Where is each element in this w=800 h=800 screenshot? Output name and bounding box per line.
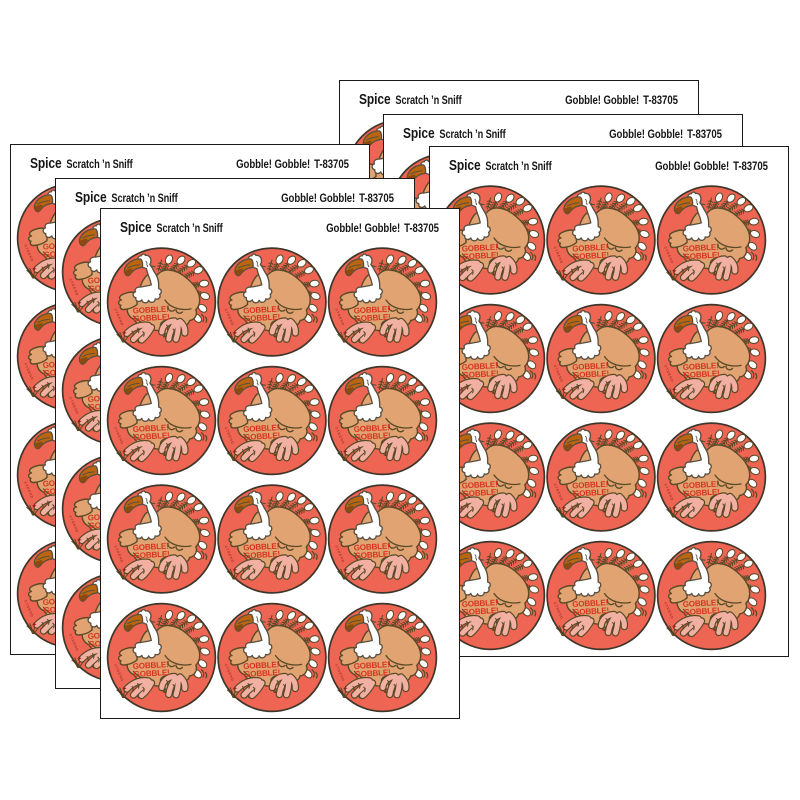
product-title: Gobble! Gobble! <box>565 93 640 107</box>
sheet-header-right: Gobble! Gobble! T-83705 <box>609 127 722 141</box>
sheet-header-right: Gobble! Gobble! T-83705 <box>565 93 678 107</box>
product-title: Gobble! Gobble! <box>655 159 730 173</box>
brand-suffix: Scratch ’n Sniff <box>395 95 462 107</box>
sticker-grid <box>428 145 788 656</box>
product-title: Gobble! Gobble! <box>236 157 311 171</box>
sticker-sheet-c: Spice Scratch ’n Sniff Gobble! Gobble! T… <box>429 146 789 657</box>
product-title: Gobble! Gobble! <box>281 191 356 205</box>
sheet-header-left: Spice Scratch ’n Sniff <box>449 157 552 174</box>
product-title: Gobble! Gobble! <box>609 127 684 141</box>
brand-name: Spice <box>120 219 152 236</box>
brand-name: Spice <box>403 125 435 142</box>
sheet-header-left: Spice Scratch ’n Sniff <box>359 91 462 108</box>
brand-name: Spice <box>449 157 481 174</box>
sheet-header-right: Gobble! Gobble! T-83705 <box>326 221 439 235</box>
sheet-header-left: Spice Scratch ’n Sniff <box>30 155 133 172</box>
item-number: T-83705 <box>404 221 439 235</box>
sticker-grid <box>99 207 459 718</box>
sheet-header-right: Gobble! Gobble! T-83705 <box>655 159 768 173</box>
brand-suffix: Scratch ’n Sniff <box>485 161 552 173</box>
item-number: T-83705 <box>733 159 768 173</box>
sheet-header-right: Gobble! Gobble! T-83705 <box>236 157 349 171</box>
item-number: T-83705 <box>687 127 722 141</box>
item-number: T-83705 <box>314 157 349 171</box>
sheet-header-left: Spice Scratch ’n Sniff <box>120 219 223 236</box>
item-number: T-83705 <box>643 93 678 107</box>
item-number: T-83705 <box>359 191 394 205</box>
sticker-sheet-f: Spice Scratch ’n Sniff Gobble! Gobble! T… <box>100 208 460 719</box>
brand-name: Spice <box>30 155 62 172</box>
brand-suffix: Scratch ’n Sniff <box>439 129 506 141</box>
sheet-header-left: Spice Scratch ’n Sniff <box>403 125 506 142</box>
brand-name: Spice <box>75 189 107 206</box>
sticker-dozen <box>437 187 766 650</box>
brand-suffix: Scratch ’n Sniff <box>111 193 178 205</box>
sheet-header-left: Spice Scratch ’n Sniff <box>75 189 178 206</box>
sheet-header-right: Gobble! Gobble! T-83705 <box>281 191 394 205</box>
sticker-dozen <box>108 249 437 712</box>
brand-name: Spice <box>359 91 391 108</box>
brand-suffix: Scratch ’n Sniff <box>66 159 133 171</box>
brand-suffix: Scratch ’n Sniff <box>156 223 223 235</box>
product-title: Gobble! Gobble! <box>326 221 401 235</box>
